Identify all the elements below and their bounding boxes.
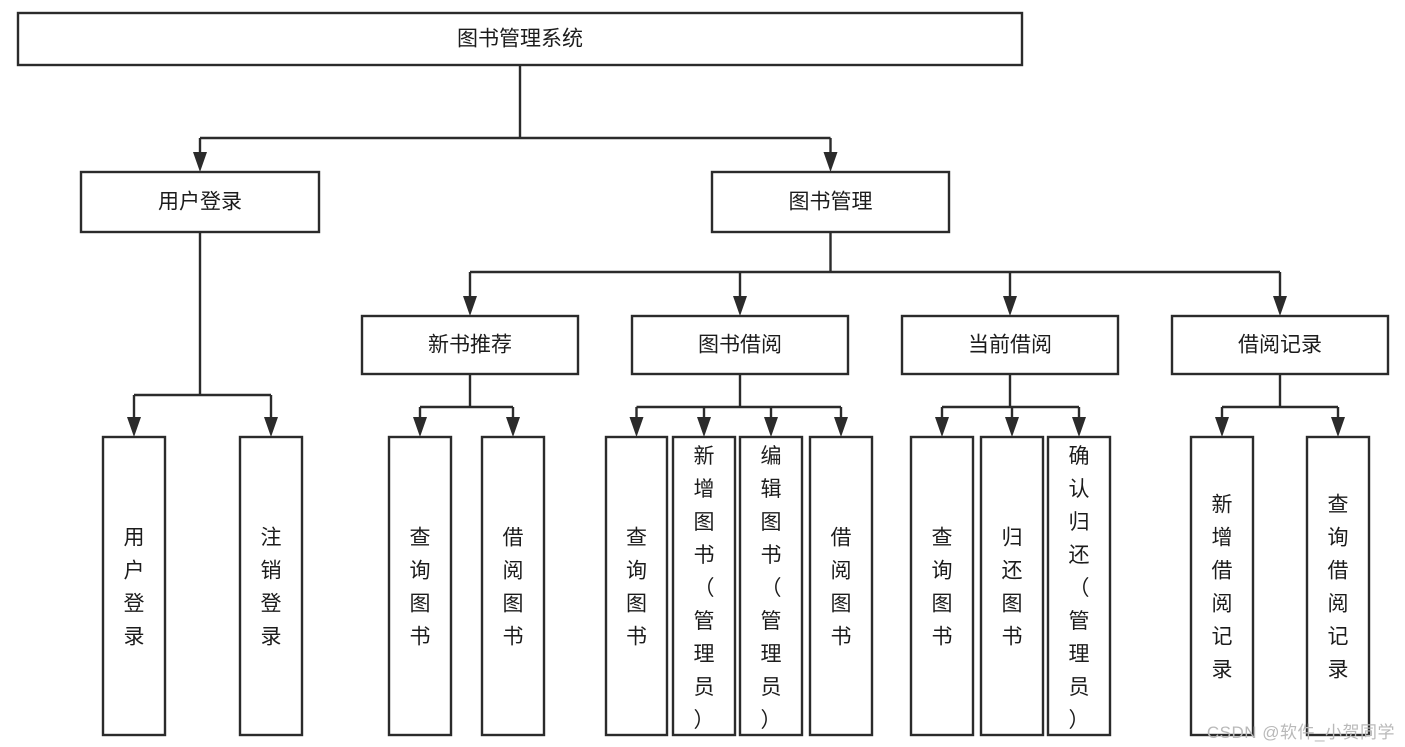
node-box-leaf-query-book-2[interactable] xyxy=(604,435,669,737)
node-label-leaf-borrow-book-1: 借阅图书 xyxy=(503,527,524,649)
node-box-leaf-logout[interactable] xyxy=(238,435,304,737)
connector-userlogin-to-leaves xyxy=(127,232,278,437)
node-leaf-query-borrow-record[interactable]: 查询借阅记录 xyxy=(1305,435,1371,737)
node-label-root: 图书管理系统 xyxy=(457,28,583,51)
node-leaf-return-book[interactable]: 归还图书 xyxy=(979,435,1045,737)
node-new-book-recommend[interactable]: 新书推荐 xyxy=(360,314,580,376)
node-box-borrow-record[interactable] xyxy=(1170,314,1390,376)
node-label-leaf-return-book: 归还图书 xyxy=(1002,527,1023,649)
node-box-book-management[interactable] xyxy=(710,170,951,234)
node-box-leaf-add-book[interactable] xyxy=(671,435,737,737)
connector-layer xyxy=(127,65,1345,437)
node-label-leaf-logout: 注销登录 xyxy=(261,527,282,649)
node-box-leaf-edit-book[interactable] xyxy=(738,435,804,737)
node-book-borrow[interactable]: 图书借阅 xyxy=(630,314,850,376)
node-box-leaf-user-login[interactable] xyxy=(101,435,167,737)
node-box-leaf-confirm-return[interactable] xyxy=(1046,435,1112,737)
node-leaf-borrow-book-1[interactable]: 借阅图书 xyxy=(480,435,546,737)
node-borrow-record[interactable]: 借阅记录 xyxy=(1170,314,1390,376)
connector-newbook-to-leaves xyxy=(413,374,520,437)
node-root[interactable]: 图书管理系统 xyxy=(16,11,1024,67)
node-label-borrow-record: 借阅记录 xyxy=(1238,334,1322,357)
node-box-leaf-add-borrow-record[interactable] xyxy=(1189,435,1255,737)
node-label-leaf-query-book-1: 查询图书 xyxy=(410,527,431,649)
node-box-user-login[interactable] xyxy=(79,170,321,234)
node-leaf-logout[interactable]: 注销登录 xyxy=(238,435,304,737)
node-label-leaf-confirm-return: 确认归还（管理员） xyxy=(1069,445,1090,732)
node-label-leaf-borrow-book-2: 借阅图书 xyxy=(831,527,852,649)
node-leaf-query-book-1[interactable]: 查询图书 xyxy=(387,435,453,737)
node-user-login[interactable]: 用户登录 xyxy=(79,170,321,234)
node-leaf-query-book-3[interactable]: 查询图书 xyxy=(909,435,975,737)
node-box-leaf-query-book-3[interactable] xyxy=(909,435,975,737)
csdn-watermark: CSDN @软件_小贺同学 xyxy=(1206,723,1395,742)
node-leaf-borrow-book-2[interactable]: 借阅图书 xyxy=(808,435,874,737)
node-box-new-book-recommend[interactable] xyxy=(360,314,580,376)
node-label-user-login: 用户登录 xyxy=(158,191,242,214)
connector-borrowrecord-to-leaves xyxy=(1215,374,1345,437)
node-label-leaf-add-book: 新增图书（管理员） xyxy=(694,445,715,732)
node-box-leaf-query-book-1[interactable] xyxy=(387,435,453,737)
node-label-leaf-edit-book: 编辑图书（管理员） xyxy=(761,445,782,732)
node-box-book-borrow[interactable] xyxy=(630,314,850,376)
connector-root-to-level2 xyxy=(193,65,838,172)
node-box-leaf-borrow-book-2[interactable] xyxy=(808,435,874,737)
node-label-book-borrow: 图书借阅 xyxy=(698,334,782,357)
node-box-current-borrow[interactable] xyxy=(900,314,1120,376)
node-leaf-user-login[interactable]: 用户登录 xyxy=(101,435,167,737)
connector-bookmgmt-to-level3 xyxy=(463,232,1287,316)
node-box-root[interactable] xyxy=(16,11,1024,67)
node-label-leaf-add-borrow-record: 新增借阅记录 xyxy=(1212,494,1233,682)
node-label-leaf-query-book-3: 查询图书 xyxy=(932,527,953,649)
node-book-management[interactable]: 图书管理 xyxy=(710,170,951,234)
node-leaf-add-borrow-record[interactable]: 新增借阅记录 xyxy=(1189,435,1255,737)
node-label-book-management: 图书管理 xyxy=(789,191,873,214)
node-label-leaf-query-book-2: 查询图书 xyxy=(626,527,647,649)
connector-bookborrow-to-leaves xyxy=(629,374,848,437)
node-label-leaf-query-borrow-record: 查询借阅记录 xyxy=(1328,494,1349,682)
node-label-new-book-recommend: 新书推荐 xyxy=(428,334,512,357)
node-current-borrow[interactable]: 当前借阅 xyxy=(900,314,1120,376)
node-box-leaf-borrow-book-1[interactable] xyxy=(480,435,546,737)
node-label-leaf-user-login: 用户登录 xyxy=(124,527,145,649)
node-box-leaf-query-borrow-record[interactable] xyxy=(1305,435,1371,737)
node-leaf-add-book[interactable]: 新增图书（管理员） xyxy=(671,435,737,737)
node-layer: 图书管理系统用户登录图书管理新书推荐图书借阅当前借阅借阅记录用户登录注销登录查询… xyxy=(16,11,1390,737)
node-label-current-borrow: 当前借阅 xyxy=(968,334,1052,357)
node-box-leaf-return-book[interactable] xyxy=(979,435,1045,737)
node-leaf-edit-book[interactable]: 编辑图书（管理员） xyxy=(738,435,804,737)
node-leaf-confirm-return[interactable]: 确认归还（管理员） xyxy=(1046,435,1112,737)
connector-currentborrow-to-leaves xyxy=(935,374,1086,437)
node-leaf-query-book-2[interactable]: 查询图书 xyxy=(604,435,669,737)
